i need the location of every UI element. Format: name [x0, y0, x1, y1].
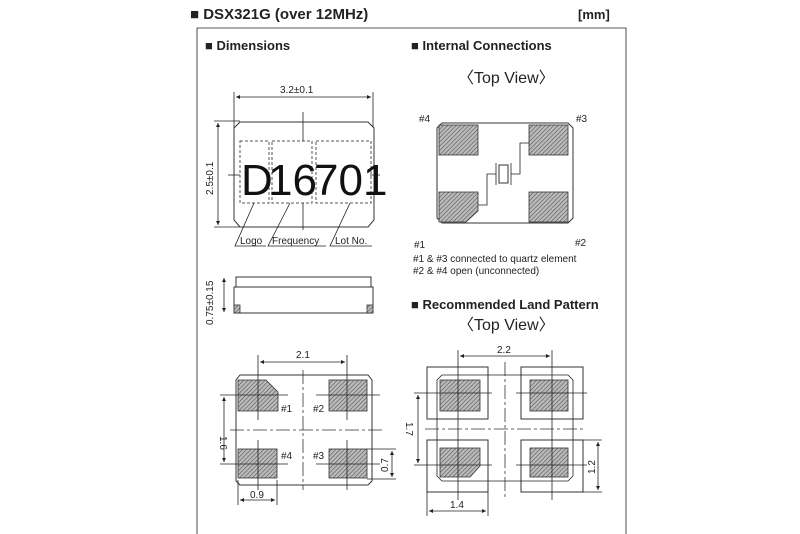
land-view-label: 〈Top View〉 — [458, 317, 555, 334]
pin-4-label: #4 — [281, 451, 293, 462]
bottom-pad-h: 0.7 — [380, 458, 391, 472]
thickness-dim: 0.75±0.15 — [205, 280, 216, 325]
int-pin-4: #4 — [419, 114, 431, 125]
label-lot: Lot No. — [335, 236, 367, 247]
page-title: ■ DSX321G (over 12MHz) — [190, 6, 368, 23]
top-view-drawing — [214, 92, 380, 247]
note-1: #1 & #3 connected to quartz element — [413, 254, 577, 265]
internal-heading: ■ Internal Connections — [411, 38, 552, 53]
bottom-view-drawing — [220, 355, 396, 505]
int-pin-1: #1 — [414, 240, 426, 251]
land-pitch-x: 2.2 — [497, 345, 511, 356]
land-heading: ■ Recommended Land Pattern — [411, 297, 599, 312]
int-pin-2: #2 — [575, 238, 587, 249]
marking-frequency: 16 — [268, 156, 317, 205]
label-logo: Logo — [240, 236, 263, 247]
marking-lot: 701 — [314, 156, 387, 205]
height-dim: 2.5±0.1 — [205, 161, 216, 195]
bottom-pad-w: 0.9 — [250, 490, 264, 501]
int-pin-3: #3 — [576, 114, 588, 125]
bottom-pitch-y: 1.6 — [217, 436, 228, 450]
land-w: 1.4 — [450, 500, 464, 511]
width-dim: 3.2±0.1 — [280, 85, 314, 96]
unit-label: [mm] — [578, 7, 610, 22]
internal-view-label: 〈Top View〉 — [458, 70, 555, 87]
land-pattern-drawing — [414, 350, 602, 516]
internal-connection-drawing — [436, 122, 574, 224]
label-frequency: Frequency — [272, 236, 319, 247]
note-2: #2 & #4 open (unconnected) — [413, 266, 539, 277]
land-pitch-y: 1.7 — [403, 422, 414, 436]
frame — [196, 27, 627, 534]
side-view-drawing — [222, 276, 374, 314]
land-h: 1.2 — [587, 460, 598, 474]
pin-1-label: #1 — [281, 404, 293, 415]
pin-3-label: #3 — [313, 451, 325, 462]
marking-logo: D — [241, 156, 273, 205]
dimensions-heading: ■ Dimensions — [205, 38, 290, 53]
bottom-pitch-x: 2.1 — [296, 350, 310, 361]
pin-2-label: #2 — [313, 404, 325, 415]
